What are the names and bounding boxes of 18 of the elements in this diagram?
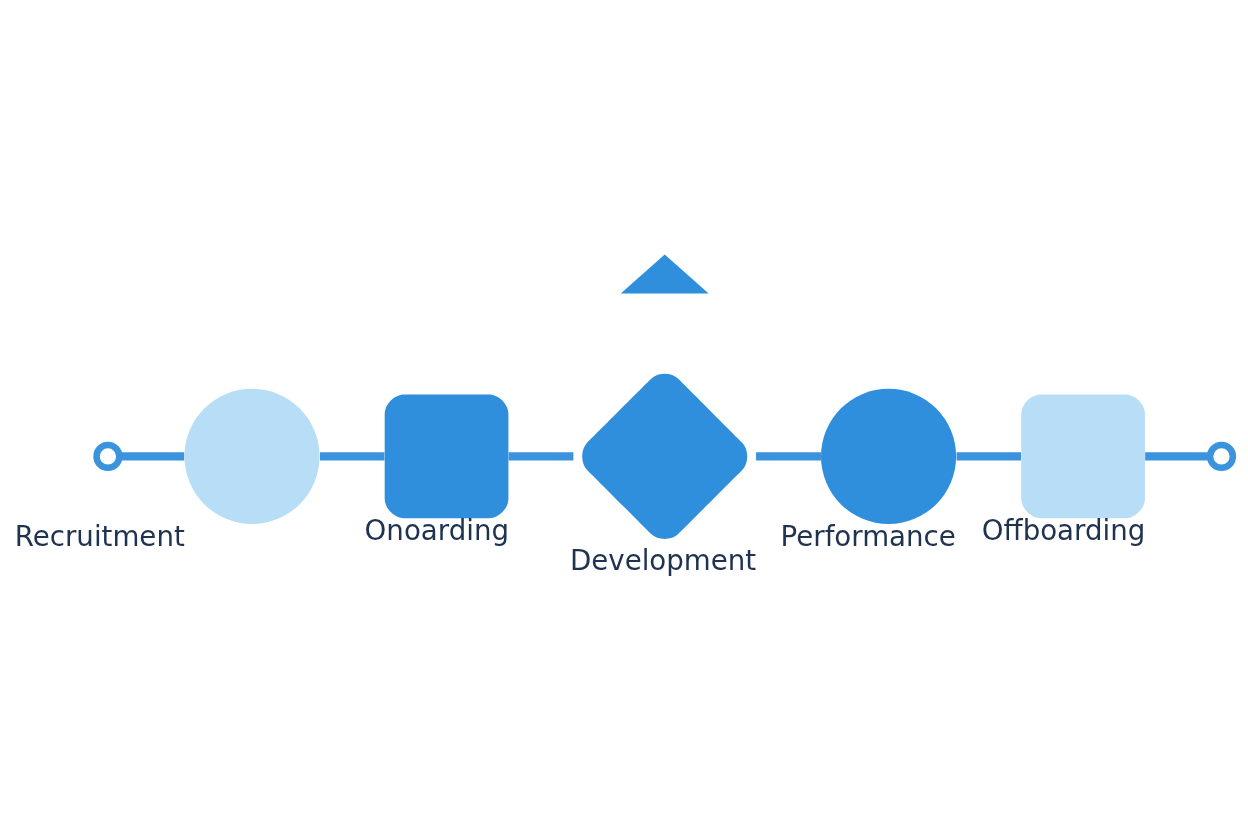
node-circle [184, 388, 320, 524]
connector [956, 451, 1021, 460]
node-label: Offboarding [981, 513, 1146, 547]
node-label: Onoarding [364, 513, 509, 547]
connector [756, 451, 821, 460]
node-label: Development [569, 543, 757, 577]
node-label: Recruitment [14, 519, 185, 553]
node-circle [93, 441, 123, 471]
node-chevron [620, 254, 709, 294]
connector [119, 451, 185, 460]
connector [1145, 451, 1210, 460]
connector [320, 451, 385, 460]
node-circle [821, 388, 957, 524]
node-circle [1206, 441, 1237, 471]
node-box [384, 394, 509, 518]
connector [508, 451, 574, 460]
node-label: Performance [780, 519, 956, 553]
node-box [1021, 394, 1145, 518]
